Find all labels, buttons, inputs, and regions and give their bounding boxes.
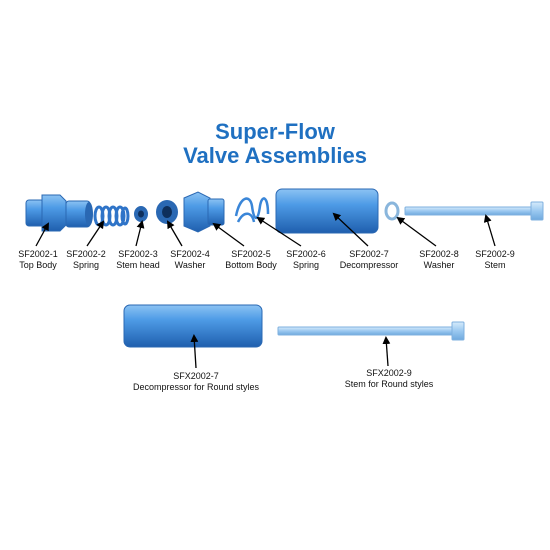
stem-part <box>404 201 544 221</box>
diagram-title-line-1: Super-Flow <box>215 119 335 144</box>
arrow-washer-small <box>396 216 437 247</box>
diagram-title-line-2: Valve Assemblies <box>183 143 367 168</box>
arrow-top-body <box>35 222 49 247</box>
arrow-round-decompressor <box>190 334 199 369</box>
arrow-stem-head <box>135 220 145 247</box>
arrow-spring-large <box>256 216 302 247</box>
leader-arrows <box>35 212 496 369</box>
arrow-stem <box>483 214 496 247</box>
arrow-spring-small <box>86 220 105 247</box>
arrow-round-stem <box>382 336 391 367</box>
top-body-part <box>25 194 93 232</box>
round-stem-part <box>277 321 465 341</box>
small-spring-part <box>93 205 130 227</box>
stem-head-part <box>134 206 148 222</box>
arrow-decompressor <box>332 212 369 247</box>
arrow-bottom-body <box>212 222 245 247</box>
washer-part <box>156 200 178 224</box>
arrow-washer <box>166 220 183 247</box>
decompressor-part <box>275 188 379 234</box>
bottom-body-part <box>183 191 225 233</box>
small-washer-part <box>384 201 400 221</box>
round-decompressor-part <box>123 304 263 348</box>
large-spring-part <box>234 197 270 223</box>
